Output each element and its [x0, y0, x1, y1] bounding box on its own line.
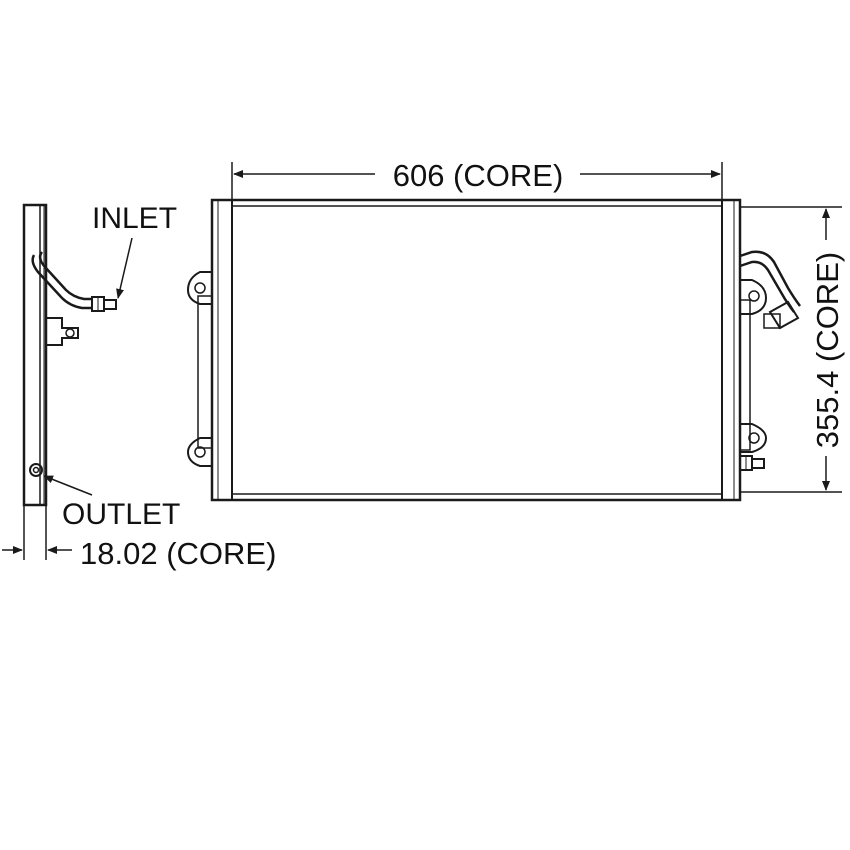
width-dimension: 606 (CORE) — [231, 158, 723, 200]
front-view — [186, 198, 802, 502]
left-mount-tab-bottom — [186, 437, 212, 467]
depth-dimension-label: 18.02 (CORE) — [80, 536, 276, 571]
front-core — [231, 205, 723, 495]
left-mount-tab-top — [186, 271, 212, 305]
left-tank — [211, 199, 233, 501]
right-tank — [721, 199, 741, 501]
inlet-label: INLET — [92, 202, 177, 235]
side-inlet-pipe — [31, 254, 92, 310]
side-bracket — [46, 317, 79, 346]
width-dimension-label: 606 (CORE) — [393, 158, 564, 193]
height-dimension: 355.4 (CORE) — [740, 206, 845, 493]
front-inlet-pipe — [739, 250, 802, 307]
side-view — [22, 203, 133, 507]
outlet-label: OUTLET — [62, 498, 180, 531]
depth-dimension: 18.02 (CORE) — [2, 505, 276, 571]
height-dimension-label: 355.4 (CORE) — [810, 252, 845, 448]
side-outlet-port — [29, 463, 43, 477]
front-frame — [210, 198, 742, 502]
right-mount-tab-bottom — [740, 423, 768, 453]
inlet-leader — [116, 237, 133, 299]
side-core — [22, 203, 48, 507]
outlet-leader — [43, 475, 93, 496]
front-inlet-fitting — [768, 300, 800, 330]
right-mount-tab-top — [740, 279, 768, 315]
